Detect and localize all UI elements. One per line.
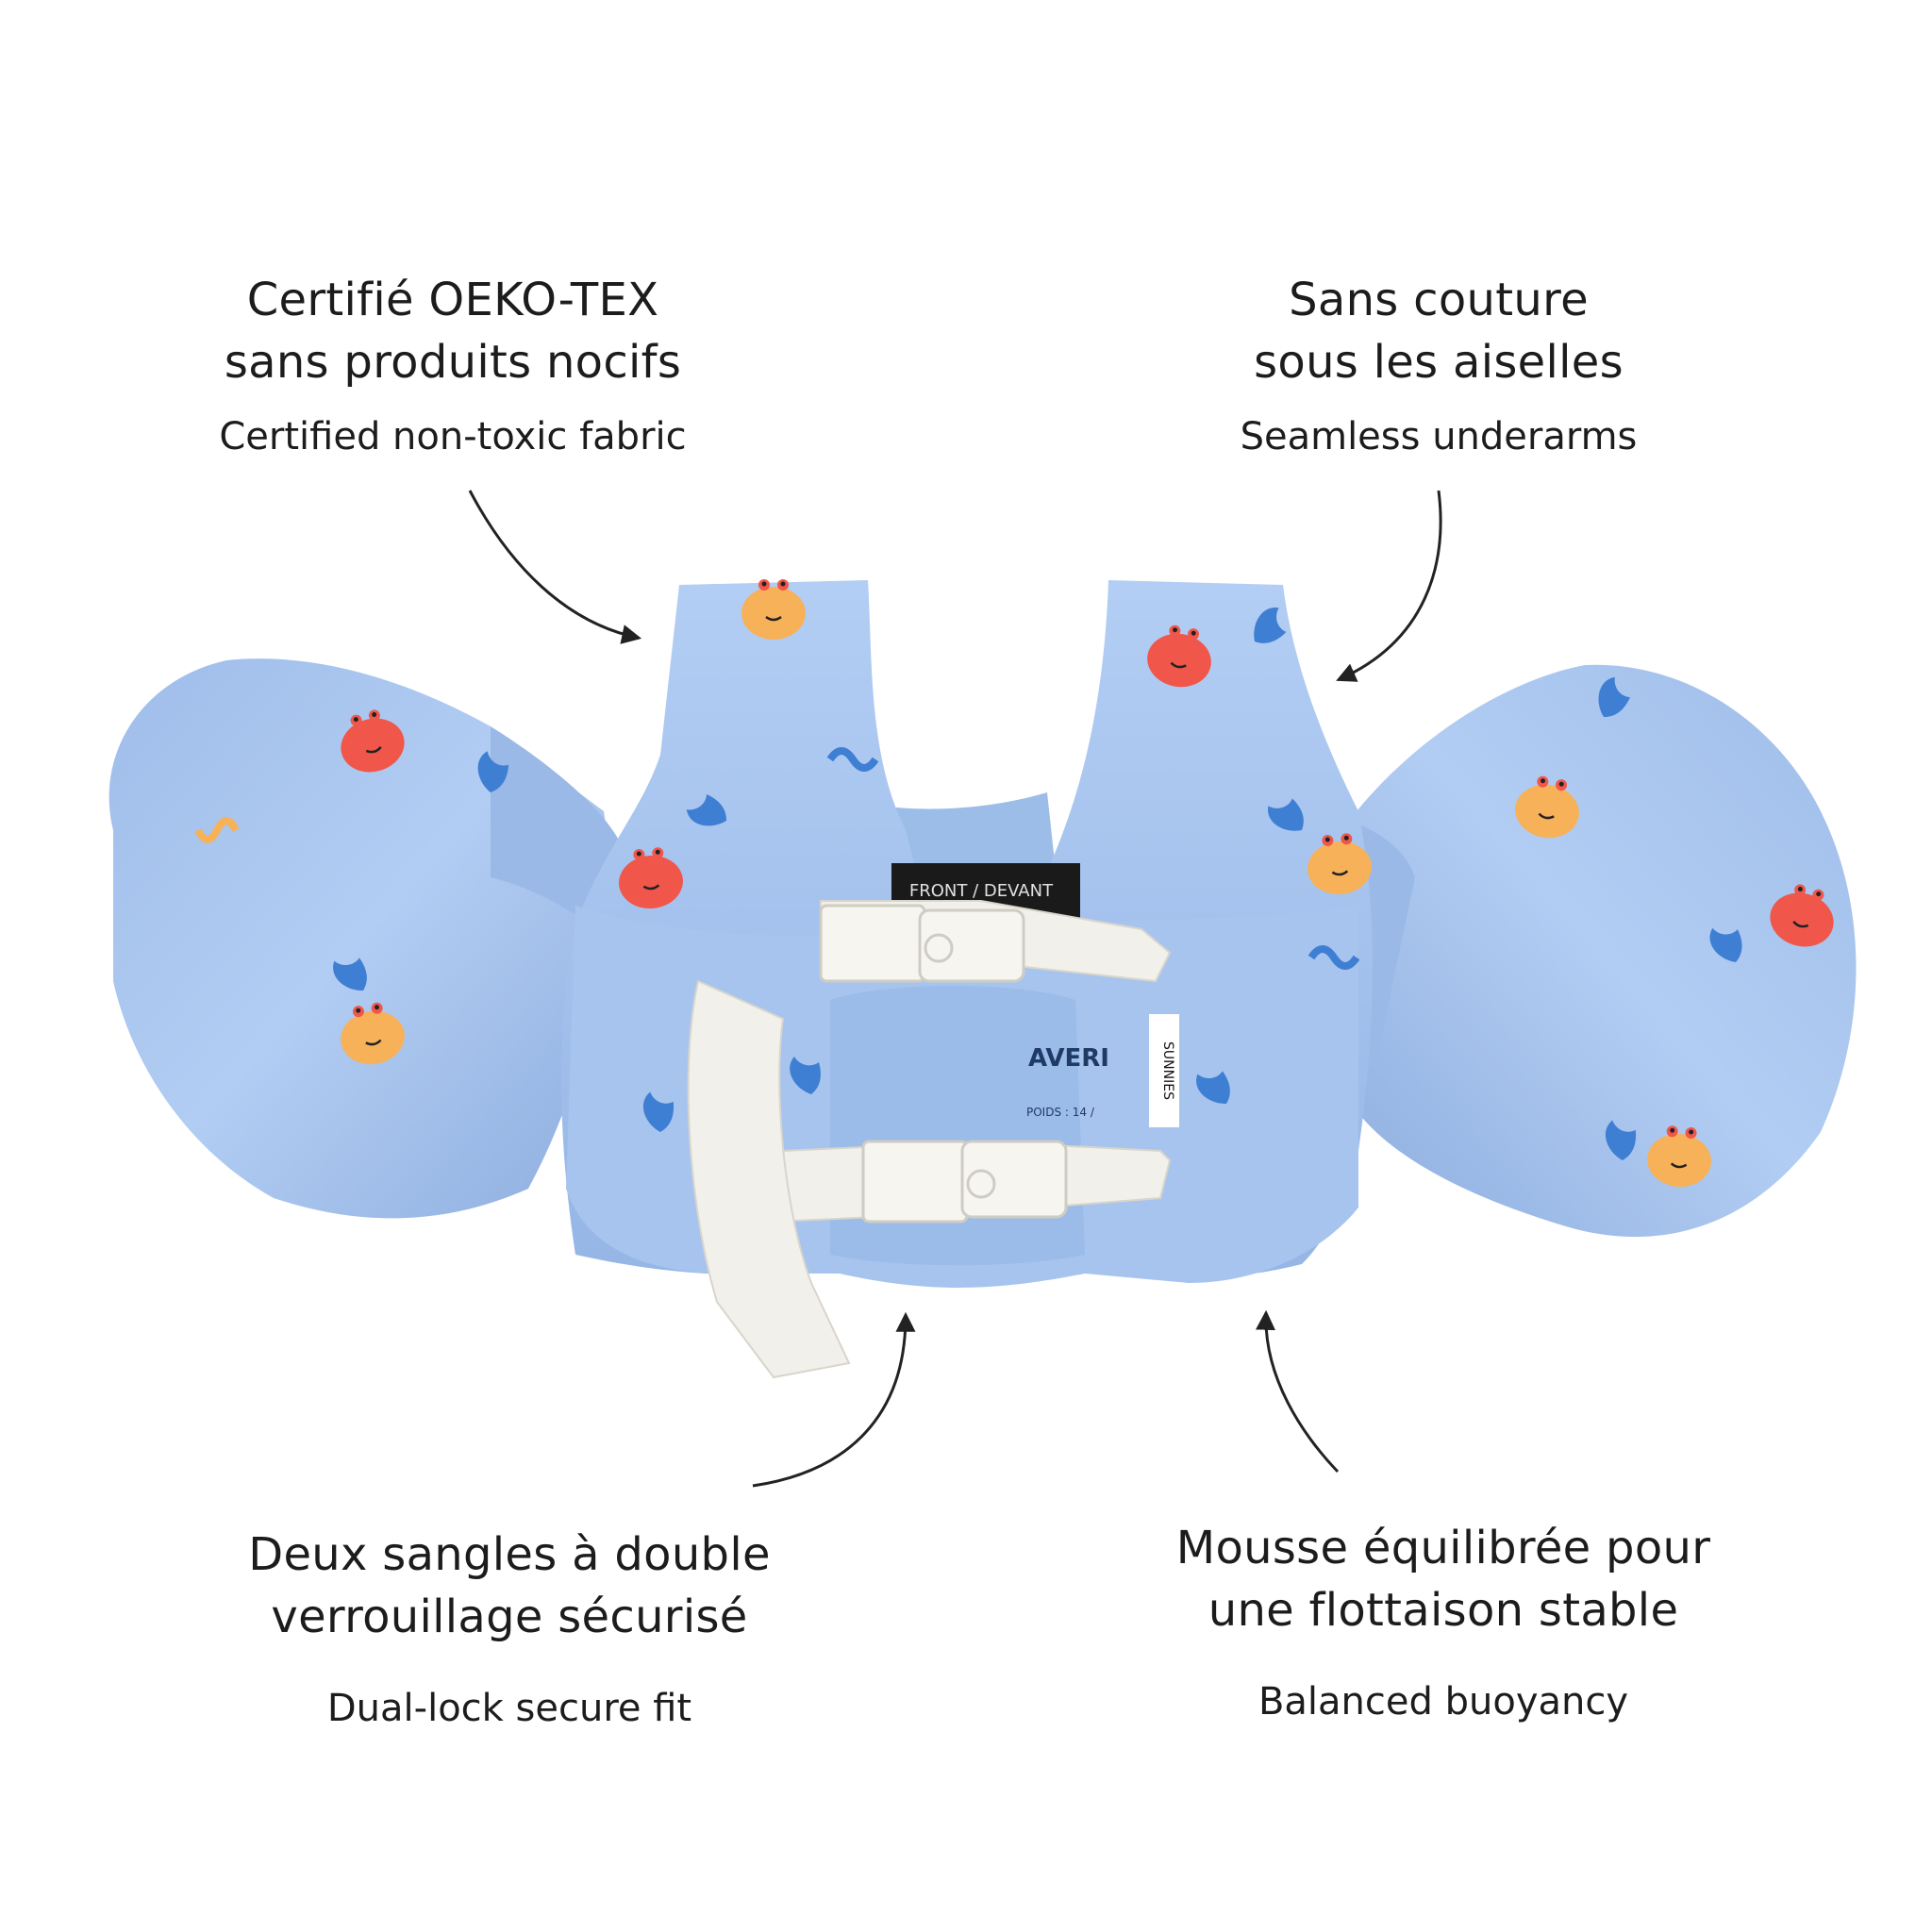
callout-subtitle: Balanced buoyancy: [1257, 1680, 1629, 1724]
left-arm-band: [108, 658, 623, 1219]
front-label-text: FRONT / DEVANT: [909, 881, 1054, 901]
callout-subtitle: Dual-lock secure fit: [326, 1687, 692, 1730]
callout-straps: Deux sangles à double verrouillage sécur…: [179, 1524, 840, 1731]
callout-buoyancy: Mousse équilibrée pour une flottaison st…: [1104, 1517, 1783, 1724]
arrow-curved-icon: [468, 490, 642, 644]
brand-tag: [1149, 1014, 1179, 1127]
callout-title-line: Mousse équilibrée pour: [1175, 1522, 1711, 1574]
callout-seamless: Sans couture sous les aiselles Seamless …: [1118, 269, 1759, 459]
callout-title: Certifié OEKO-TEX sans produits nocifs: [132, 269, 774, 393]
buckle-icon: [819, 904, 1068, 1224]
callout-title: Sans couture sous les aiselles: [1118, 269, 1759, 393]
callout-subtitle: Certified non-toxic fabric: [219, 415, 687, 458]
arrow-curved-icon: [1256, 1309, 1340, 1474]
callout-subtitle: Seamless underarms: [1240, 415, 1638, 458]
loose-strap: [687, 979, 851, 1379]
arrow-curved-icon: [752, 1311, 916, 1488]
brand-tag-text: SUNNIES: [1160, 1041, 1175, 1100]
callout-oeko-tex: Certifié OEKO-TEX sans produits nocifs C…: [132, 269, 774, 459]
weight-label-text: POIDS : 14 /: [1026, 1106, 1095, 1119]
callout-title: Deux sangles à double verrouillage sécur…: [179, 1524, 840, 1648]
callout-title-line: une flottaison stable: [1208, 1584, 1679, 1637]
size-label-text: AVERI: [1028, 1044, 1109, 1073]
arrow-curved-icon: [1336, 490, 1442, 682]
callout-title: Mousse équilibrée pour une flottaison st…: [1104, 1517, 1783, 1641]
callout-title-line: Sans couture: [1289, 274, 1589, 326]
vest-body: FRONT / DEVANT AVERI POIDS : 14 / SUNNIE…: [561, 577, 1375, 1379]
callout-title-line: Deux sangles à double: [248, 1528, 771, 1581]
callout-title-line: sous les aiselles: [1254, 336, 1624, 389]
callout-title-line: sans produits nocifs: [224, 336, 682, 389]
callout-title-line: verrouillage sécurisé: [271, 1591, 748, 1643]
callout-title-line: Certifié OEKO-TEX: [246, 274, 659, 326]
